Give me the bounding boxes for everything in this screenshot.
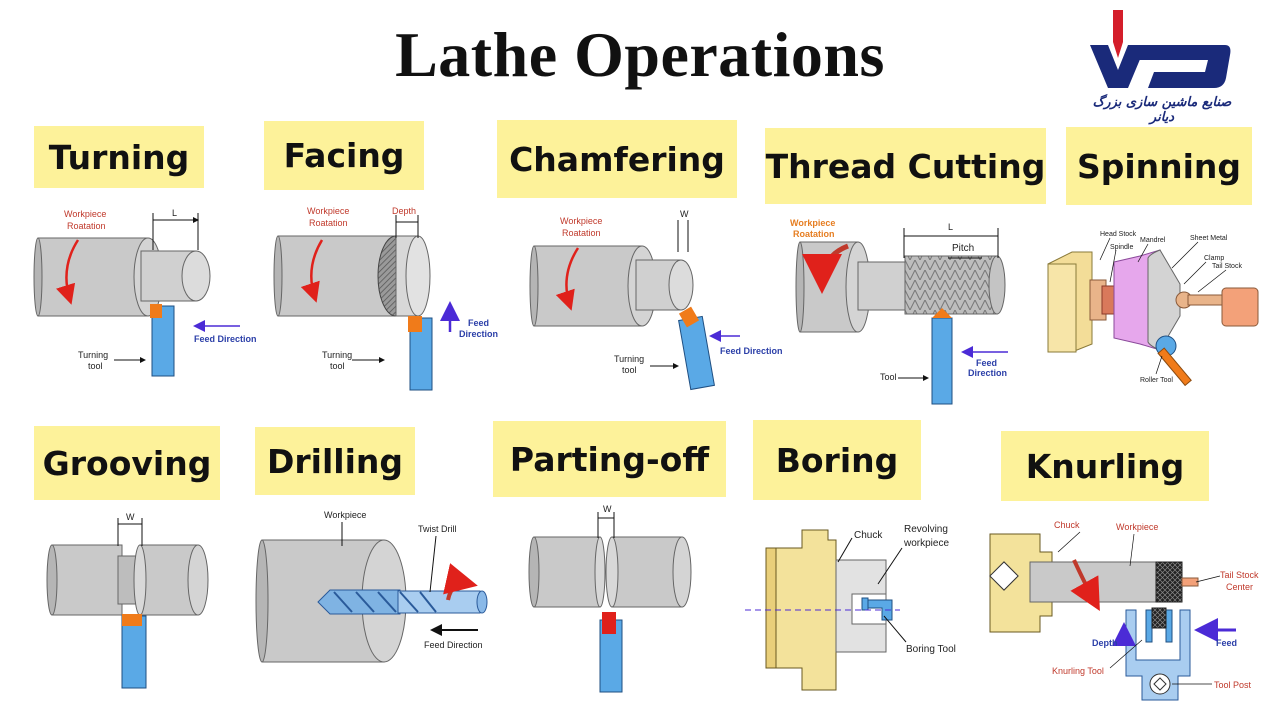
facing-tool-label-2: tool [330,361,345,371]
diagram-spinning: Head Stock Spindle Mandrel Sheet Metal C… [1047,231,1259,387]
facing-rotation-label-2: Roatation [309,218,348,228]
diagram-chamfering: Workpiece Roatation W Feed Direction Tur… [529,209,783,391]
diagram-grooving: W [46,512,209,689]
knurling-tailstock-label-2: Center [1226,582,1253,592]
label-spinning: Spinning [1066,127,1252,205]
diagram-parting-off: W [528,504,692,693]
chamfering-tool-label-1: Turning [614,354,644,364]
label-chamfering: Chamfering [497,120,737,198]
knurling-toolpost-label: Tool Post [1214,680,1252,690]
boring-revolving-label: Revolving [904,524,948,535]
spinning-spindle-label: Spindle [1110,244,1133,251]
thread-feed-label-1: Feed [976,358,997,368]
chamfering-tool-label-2: tool [622,365,637,375]
boring-workpiece-label: workpiece [903,538,949,549]
diagram-drilling: Workpiece Twist Drill Feed Direction [255,510,488,663]
knurling-chuck-label: Chuck [1054,520,1080,530]
spinning-clamp-label: Clamp [1204,255,1224,262]
diagram-knurling: Chuck Workpiece Tail Stock Center Depth … [989,520,1259,701]
diagram-turning: Workpiece Roatation L Feed Direction Tur… [33,208,257,377]
boring-chuck-label: Chuck [854,530,883,541]
drilling-twistdrill-label: Twist Drill [418,524,457,534]
thread-length-label: L [948,222,953,232]
turning-feed-label: Feed Direction [194,334,257,344]
facing-depth-label: Depth [392,206,416,216]
label-drilling: Drilling [255,427,415,495]
grooving-width-label: W [126,512,135,522]
facing-tool-label-1: Turning [322,350,352,360]
facing-feed-label-2: Direction [459,329,498,339]
chamfering-feed-label: Feed Direction [720,346,783,356]
spinning-mandrel-label: Mandrel [1140,237,1166,244]
diagram-facing: Workpiece Roatation Depth Feed Direction… [273,206,498,391]
turning-tool-label-1: Turning [78,350,108,360]
drilling-workpiece-label: Workpiece [324,510,366,520]
chamfering-rotation-label-1: Workpiece [560,216,602,226]
knurling-tailstock-label-1: Tail Stock [1220,570,1259,580]
label-boring: Boring [753,420,921,500]
parting-width-label: W [603,504,612,514]
diagram-thread-cutting: Workpiece Roatation L Pitch Feed Directi… [790,218,1008,405]
spinning-tailstock-label: Tail Stock [1212,263,1242,270]
label-parting-off: Parting-off [493,421,726,497]
thread-pitch-label: Pitch [952,243,974,254]
spinning-roller-label: Roller Tool [1140,377,1173,384]
turning-rotation-label-1: Workpiece [64,209,106,219]
knurling-tool-label: Knurling Tool [1052,666,1104,676]
boring-tool-label: Boring Tool [906,644,956,655]
thread-rotation-label-2: Roatation [793,229,835,239]
chamfering-width-label: W [680,209,689,219]
turning-tool-label-2: tool [88,361,103,371]
page-title: Lathe Operations [395,19,885,90]
thread-rotation-label-1: Workpiece [790,218,835,228]
knurling-depth-label: Depth [1092,638,1118,648]
thread-feed-label-2: Direction [968,368,1007,378]
label-knurling: Knurling [1001,431,1209,501]
label-facing: Facing [264,121,424,190]
drilling-feed-label: Feed Direction [424,640,483,650]
diagram-boring: Chuck Revolving workpiece Boring Tool [745,524,956,691]
turning-length-label: L [172,208,177,218]
thread-tool-label: Tool [880,372,897,382]
facing-rotation-label-1: Workpiece [307,206,349,216]
chamfering-rotation-label-2: Roatation [562,228,601,238]
label-grooving: Grooving [34,426,220,500]
spinning-sheetmetal-label: Sheet Metal [1190,235,1228,242]
label-thread-cutting: Thread Cutting [765,128,1046,204]
spinning-headstock-label: Head Stock [1100,231,1137,238]
logo-caption: صنایع ماشین سازی بزرگ دیانر [1092,95,1232,125]
knurling-feed-label: Feed [1216,638,1237,648]
label-turning: Turning [34,126,204,188]
knurling-workpiece-label: Workpiece [1116,522,1158,532]
facing-feed-label-1: Feed [468,318,489,328]
turning-rotation-label-2: Roatation [67,221,106,231]
